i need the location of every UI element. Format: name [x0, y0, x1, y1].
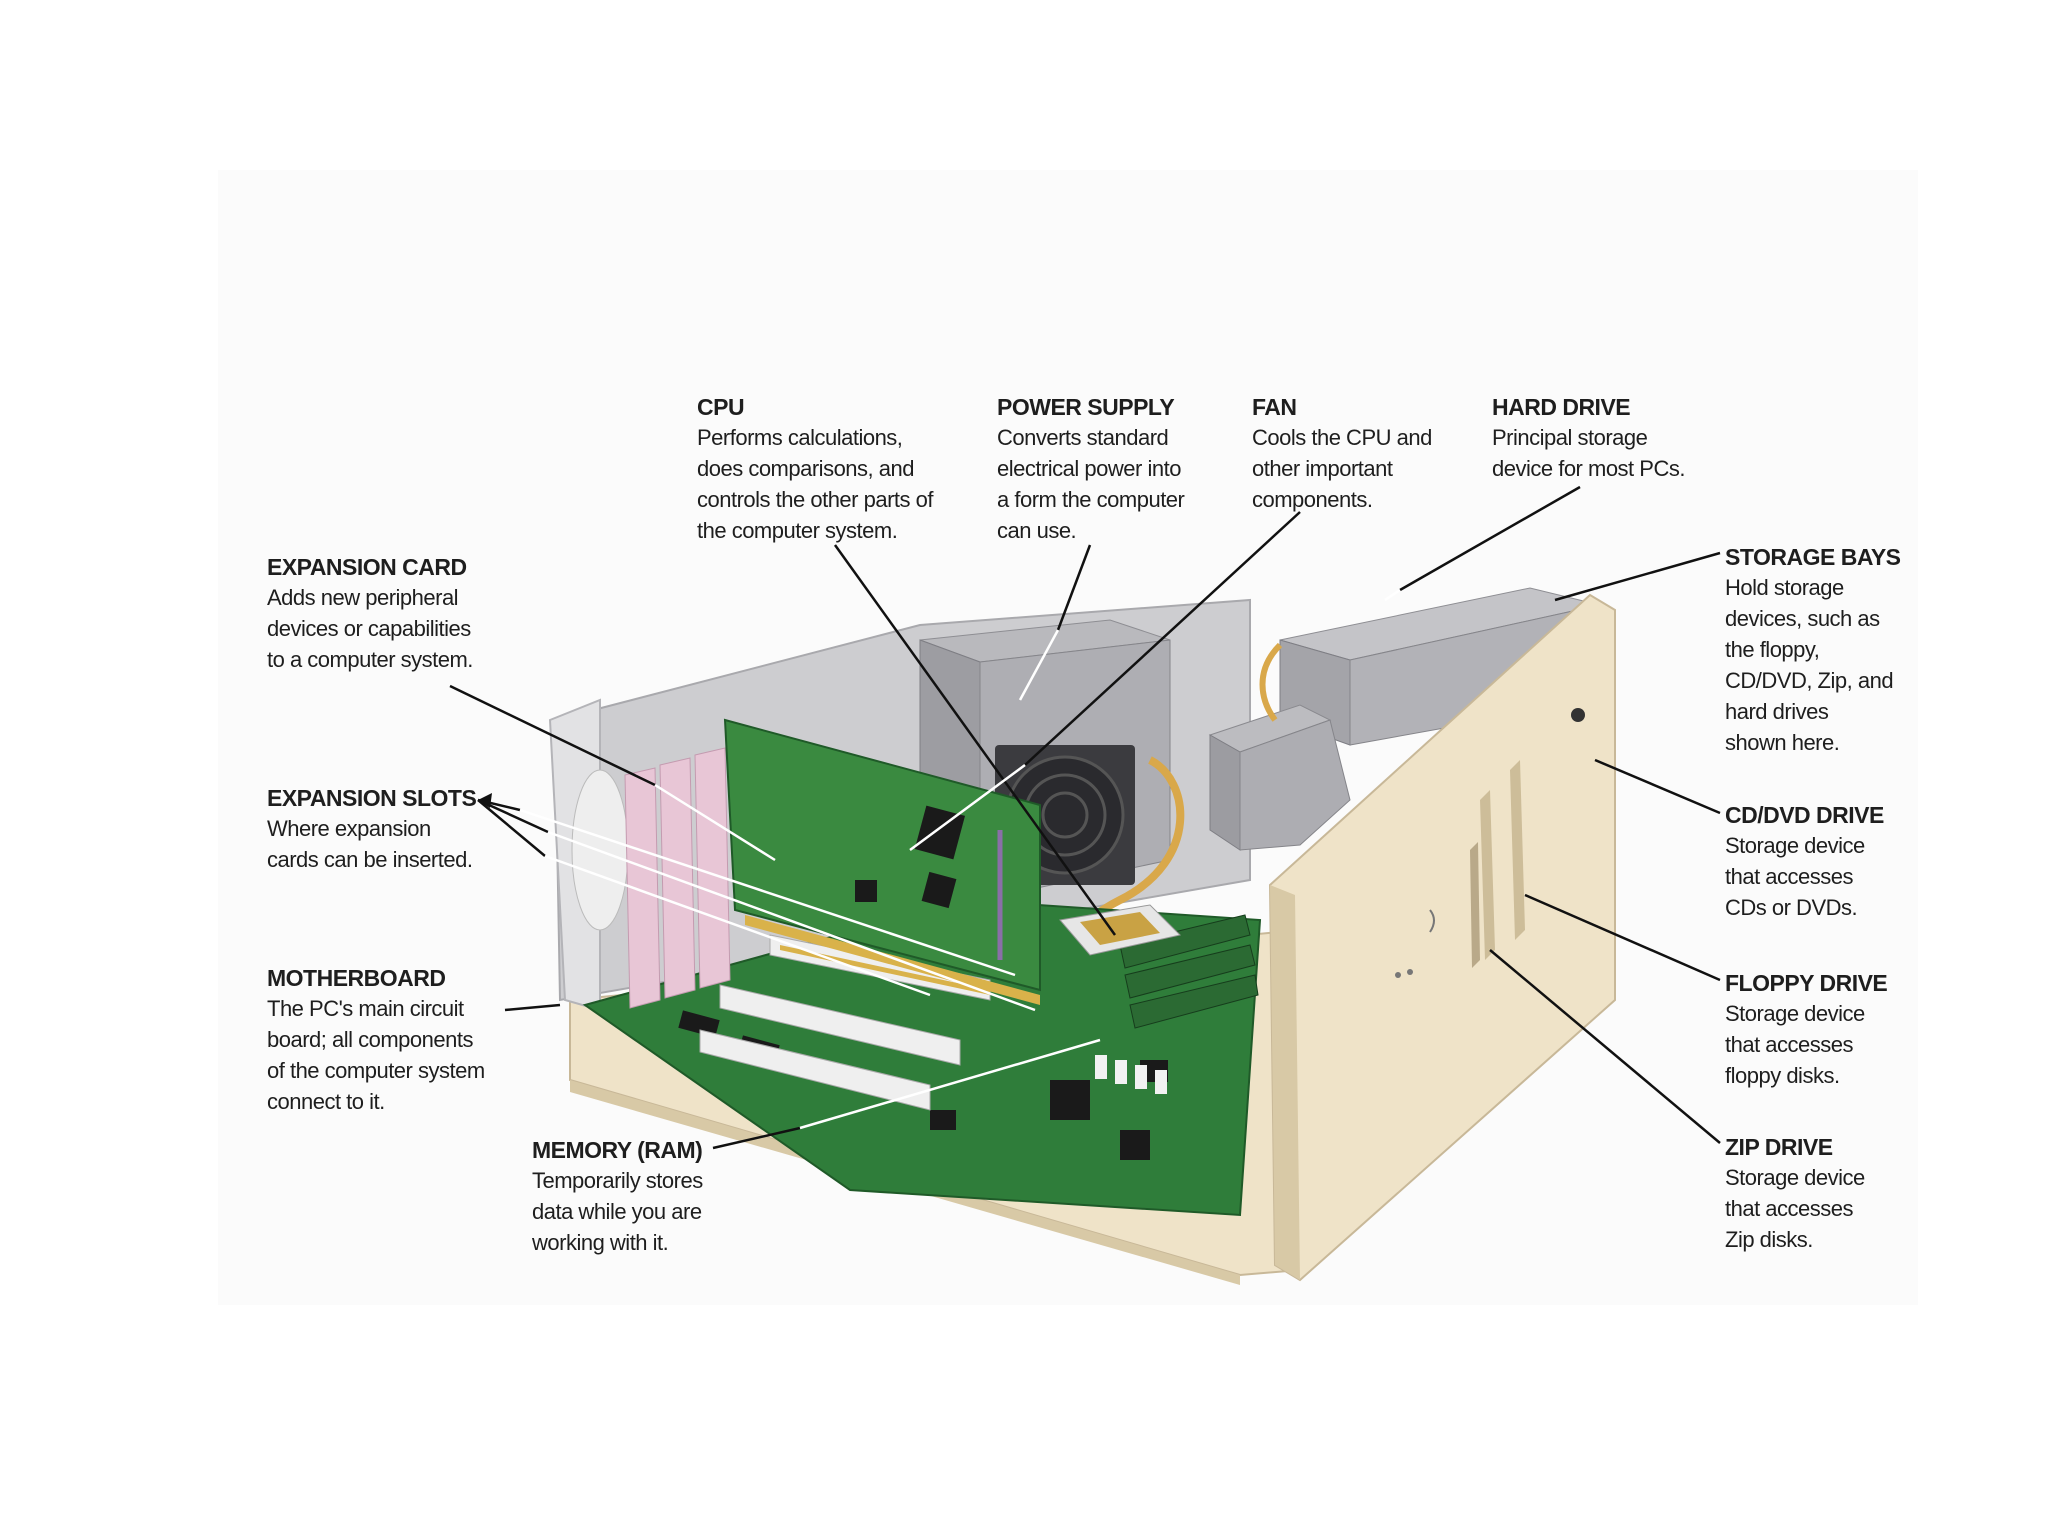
- memory-title: MEMORY (RAM): [532, 1137, 703, 1163]
- motherboard-description: The PC's main circuit board; all compone…: [267, 996, 485, 1114]
- zip-drive-description: Storage device that accesses Zip disks.: [1725, 1165, 1865, 1252]
- expansion-slots-description: Where expansion cards can be inserted.: [267, 816, 473, 872]
- motherboard-title: MOTHERBOARD: [267, 965, 446, 991]
- motherboard-callout: MOTHERBOARD The PC's main circuit board;…: [267, 963, 527, 1117]
- cpu-title: CPU: [697, 394, 745, 420]
- hard-drive-title: HARD DRIVE: [1492, 394, 1631, 420]
- cd-dvd-drive-title: CD/DVD DRIVE: [1725, 802, 1884, 828]
- power-supply-callout: POWER SUPPLY Converts standard electrica…: [997, 392, 1237, 546]
- power-supply-description: Converts standard electrical power into …: [997, 425, 1185, 543]
- zip-drive-title: ZIP DRIVE: [1725, 1134, 1833, 1160]
- expansion-card: [723, 718, 1041, 1005]
- pink-slot-covers: [624, 747, 731, 1009]
- memory-description: Temporarily stores data while you are wo…: [532, 1168, 703, 1255]
- memory-callout: MEMORY (RAM) Temporarily stores data whi…: [532, 1135, 772, 1258]
- fan-title: FAN: [1252, 394, 1297, 420]
- hard-drive-description: Principal storage device for most PCs.: [1492, 425, 1685, 481]
- storage-bays-description: Hold storage devices, such as the floppy…: [1725, 575, 1894, 755]
- leader-lines: [449, 485, 1721, 1150]
- floppy-drive-callout: FLOPPY DRIVE Storage device that accesse…: [1725, 968, 1915, 1091]
- case-front-panel: [1268, 593, 1616, 1282]
- power-supply-title: POWER SUPPLY: [997, 394, 1175, 420]
- storage-bays-title: STORAGE BAYS: [1725, 544, 1901, 570]
- floppy-drive-title: FLOPPY DRIVE: [1725, 970, 1888, 996]
- cpu-callout: CPU Performs calculations, does comparis…: [697, 392, 987, 546]
- cd-dvd-drive-callout: CD/DVD DRIVE Storage device that accesse…: [1725, 800, 1915, 923]
- cpu-socket: [1059, 904, 1181, 956]
- white-pci-slots: [699, 934, 991, 1111]
- ram-modules: [1095, 914, 1259, 1094]
- zip-drive-callout: ZIP DRIVE Storage device that accesses Z…: [1725, 1132, 1915, 1255]
- fan-description: Cools the CPU and other important compon…: [1252, 425, 1432, 512]
- expansion-card-title: EXPANSION CARD: [267, 554, 467, 580]
- expansion-card-callout: EXPANSION CARD Adds new peripheral devic…: [267, 552, 527, 675]
- storage-bays-callout: STORAGE BAYS Hold storage devices, such …: [1725, 542, 1915, 758]
- cd-dvd-drive-description: Storage device that accesses CDs or DVDs…: [1725, 833, 1865, 920]
- fan-callout: FAN Cools the CPU and other important co…: [1252, 392, 1472, 515]
- expansion-slots-title: EXPANSION SLOTS: [267, 785, 477, 811]
- cpu-description: Performs calculations, does comparisons,…: [697, 425, 933, 543]
- arrowheads: [478, 793, 492, 808]
- expansion-slots-callout: EXPANSION SLOTS Where expansion cards ca…: [267, 783, 497, 875]
- leader-lines-white: [519, 588, 1401, 1130]
- floppy-drive-description: Storage device that accesses floppy disk…: [1725, 1001, 1865, 1088]
- expansion-card-description: Adds new peripheral devices or capabilit…: [267, 585, 473, 672]
- hard-drive-callout: HARD DRIVE Principal storage device for …: [1492, 392, 1742, 484]
